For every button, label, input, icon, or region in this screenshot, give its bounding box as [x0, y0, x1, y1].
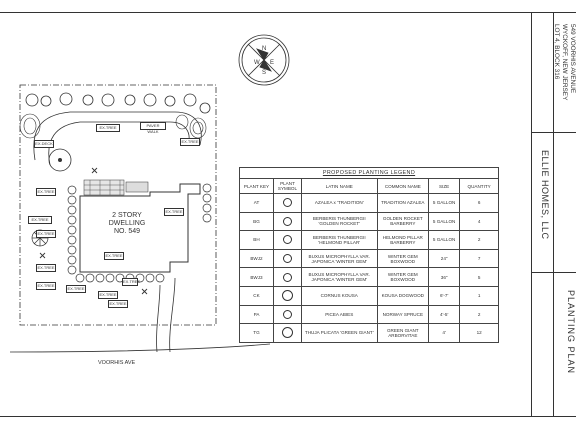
- header-quantity: QUANTITY: [459, 178, 499, 194]
- table-row: TG THUJA PLICATA 'GREEN GIANT' GREEN GIA…: [239, 323, 499, 343]
- legend-title: PROPOSED PLANTING LEGEND: [239, 167, 499, 178]
- plant-tag: EX.TREE: [98, 291, 118, 299]
- plant-tag: EX.TREE: [104, 252, 124, 260]
- arborvitae-symbol-icon: [281, 327, 293, 339]
- header-common-name: COMMON NAME: [376, 178, 430, 194]
- plant-tag: EX.TREE: [122, 278, 141, 286]
- boxwood-symbol-icon: [282, 254, 292, 264]
- street-curb: [9, 343, 271, 353]
- title-block-divider: [531, 132, 576, 133]
- header-plant-symbol: PLANT SYMBOL: [273, 178, 302, 194]
- company-name: ELLIE HOMES, LLC: [540, 150, 550, 240]
- svg-text:N: N: [262, 46, 266, 52]
- title-block-divider: [531, 272, 576, 273]
- dwelling-label: 2 STORY DWELLING NO. 549: [108, 212, 146, 235]
- street-label: VOORHIS AVE: [98, 360, 136, 366]
- sheet-title: PLANTING PLAN: [566, 290, 576, 375]
- header-latin-name: LATIN NAME: [300, 178, 378, 194]
- header-plant-key: PLANT KEY: [239, 178, 274, 194]
- title-block-divider: [553, 12, 554, 417]
- plant-tag: EX.TREE: [180, 138, 200, 146]
- boxwood-large-symbol-icon: [282, 272, 292, 282]
- foundation-shrubs: [67, 183, 212, 283]
- svg-text:E: E: [270, 60, 274, 66]
- sheet-border-bottom: [0, 416, 576, 417]
- spruce-symbol-icon: [282, 309, 292, 319]
- lawn-tree-icon: [48, 148, 72, 172]
- plant-tag: EX.TREE: [66, 285, 86, 293]
- plant-tag: EX.DECK: [34, 140, 54, 148]
- north-arrow-icon: N W E S: [238, 34, 290, 86]
- driveway: [33, 111, 202, 161]
- table-row: BWJ3 BUXUS MICROPHYLLA VAR. JAPONICA 'WI…: [239, 267, 499, 287]
- plant-tag: EX.TREE: [96, 124, 120, 132]
- barberry-symbol-icon: [282, 216, 292, 226]
- legend-header-row: PLANT KEY PLANT SYMBOL LATIN NAME COMMON…: [239, 178, 499, 194]
- deck-hatch: [83, 179, 149, 196]
- svg-text:W: W: [254, 60, 260, 66]
- tree-row-top: [25, 92, 211, 114]
- table-row: AT AZALEA x 'TRADITION' TRADITION AZALEA…: [239, 193, 499, 213]
- planting-legend-table: PROPOSED PLANTING LEGEND PLANT KEY PLANT…: [239, 167, 499, 343]
- dogwood-symbol-icon: [281, 290, 293, 302]
- plant-tag: EX.TREE: [108, 300, 128, 308]
- title-block-border: [531, 12, 532, 417]
- plant-tag: EX.TREE: [164, 208, 184, 216]
- barberry-pillar-symbol-icon: [282, 235, 292, 245]
- table-row: BH BERBERIS THUNBERGII 'HELMOND PILLAR' …: [239, 230, 499, 250]
- table-row: BWJ2 BUXUS MICROPHYLLA VAR. JAPONICA 'WI…: [239, 248, 499, 269]
- plant-tag: PAVER WALK: [140, 122, 166, 134]
- table-row: BG BERBERIS THUNBERGII 'GOLDEN ROCKET' G…: [239, 211, 499, 232]
- plant-tag: EX.TREE: [36, 264, 56, 272]
- dwelling-footprint: [79, 183, 201, 273]
- plant-tag: EX.TREE: [36, 282, 56, 290]
- project-address: 549 VOORHIS AVENUE WYCKOFF, NEW JERSEY L…: [553, 24, 576, 101]
- header-size: SIZE: [428, 178, 461, 194]
- plant-tag: EX.TREE: [36, 188, 56, 196]
- sheet-border-top: [0, 12, 576, 13]
- table-row: PA PICEA ABIES NORWAY SPRUCE 4'-5' 2: [239, 304, 499, 325]
- table-row: CK CORNUS KOUSA KOUSA DOGWOOD 6'-7' 1: [239, 285, 499, 306]
- svg-text:S: S: [262, 70, 266, 76]
- property-line: [19, 84, 217, 326]
- plant-tag: EX.TREE: [28, 216, 52, 224]
- azalea-symbol-icon: [282, 198, 292, 208]
- plant-tag: EX.TREE: [36, 230, 56, 238]
